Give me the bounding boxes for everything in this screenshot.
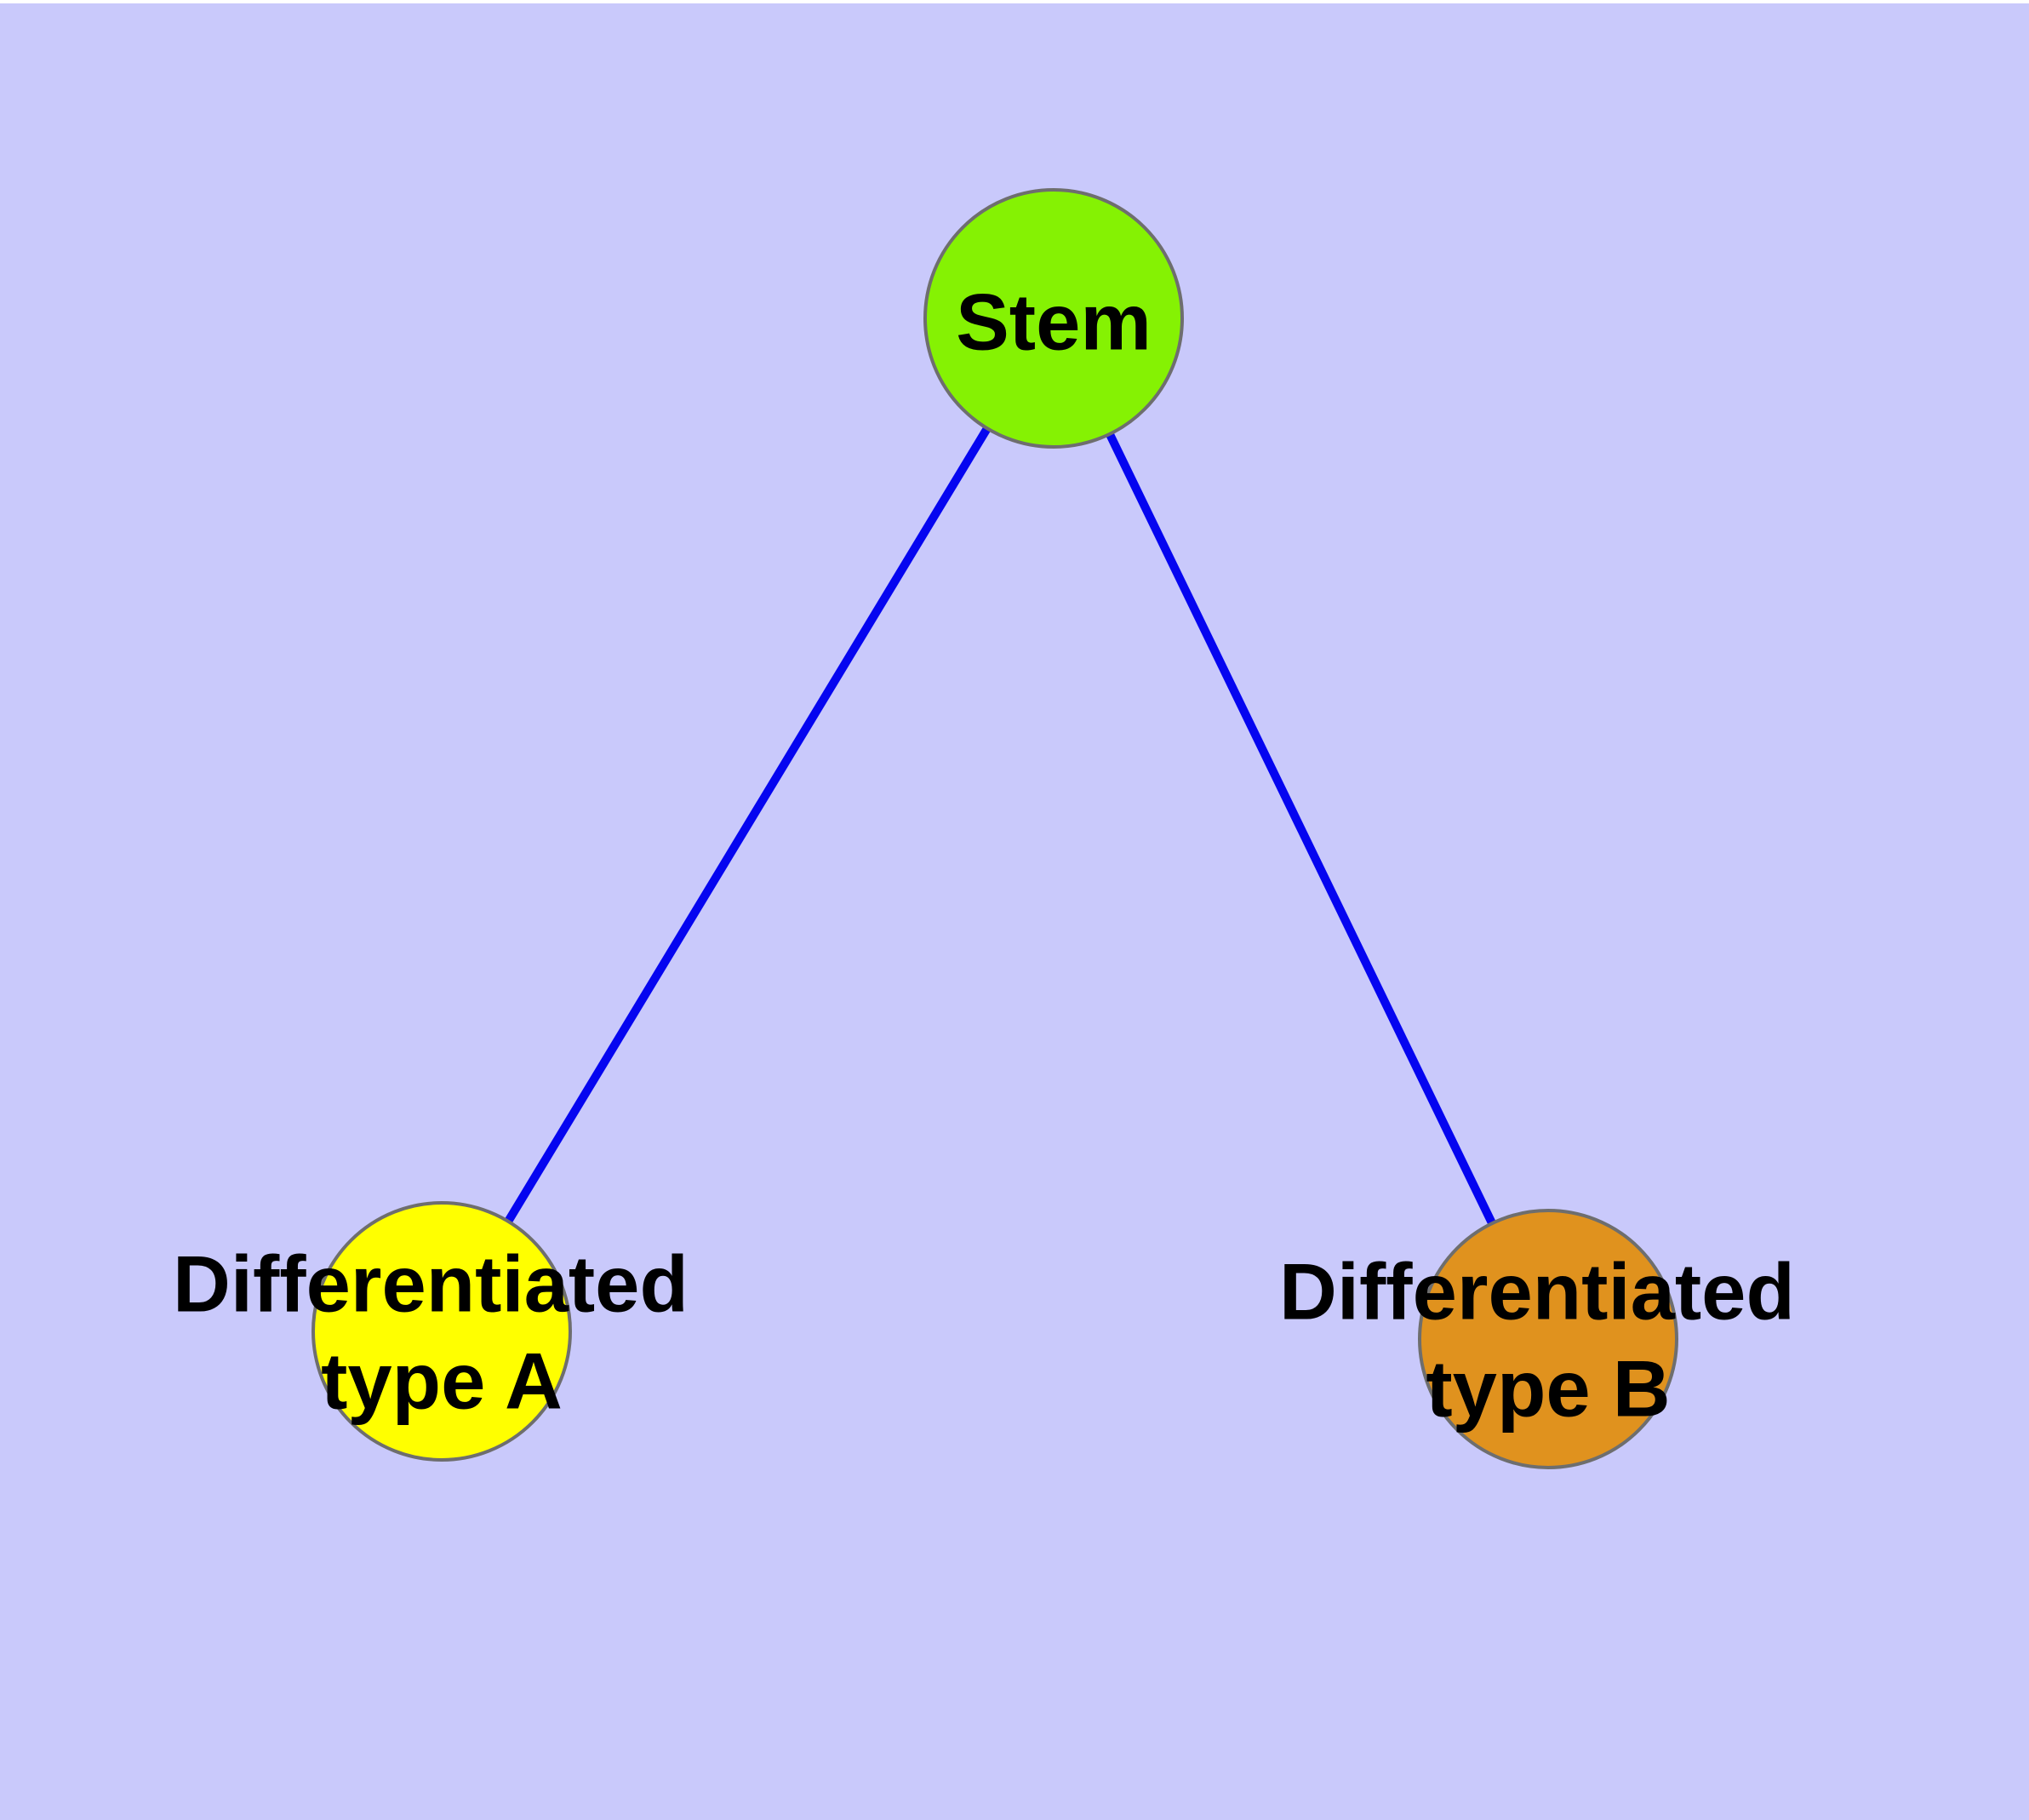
edge-stem-to-type-a <box>437 316 1058 1334</box>
node-type-a-label: Differentiated type A <box>173 1211 711 1426</box>
node-differentiated-type-a <box>311 1201 572 1462</box>
top-edge-strip <box>0 0 2029 3</box>
node-stem-label: Stem <box>956 278 1152 367</box>
node-stem <box>923 188 1184 449</box>
node-type-a-label-line-2: type A <box>321 1336 563 1426</box>
node-stem-label-line: Stem <box>956 278 1152 367</box>
node-type-b-label-line-2: type B <box>1426 1344 1670 1434</box>
node-type-b-label-line-1: Differentiated <box>1279 1247 1795 1336</box>
node-type-b-label: Differentiated type B <box>1279 1219 1817 1434</box>
node-differentiated-type-b <box>1418 1209 1678 1469</box>
edge-stem-to-type-b <box>1049 316 1552 1342</box>
node-type-a-label-line-1: Differentiated <box>173 1239 689 1329</box>
